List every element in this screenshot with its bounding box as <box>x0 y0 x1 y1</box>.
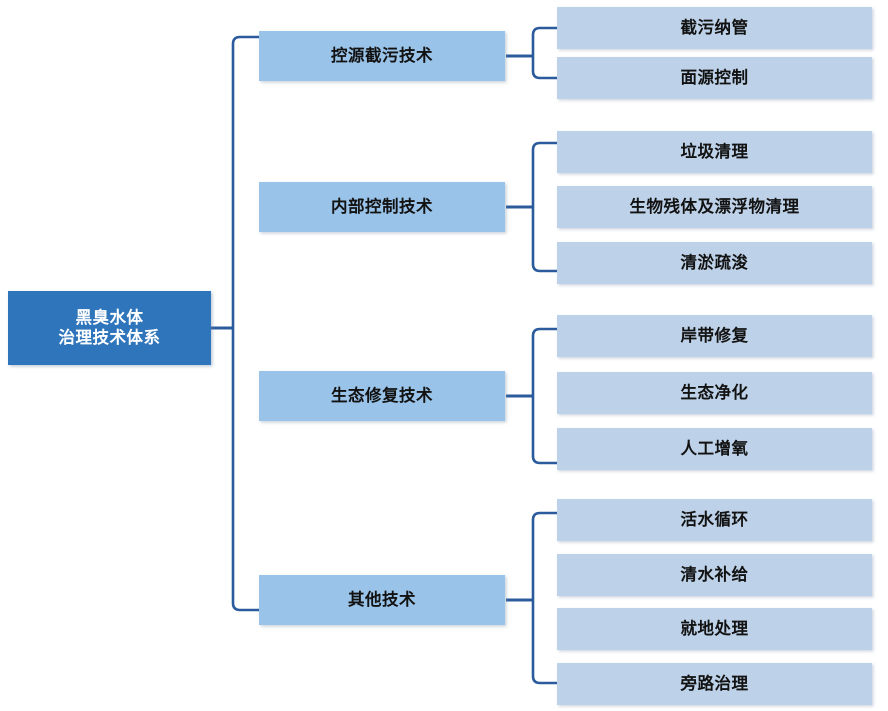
branch-node-2-label: 内部控制技术 <box>331 197 433 216</box>
leaf-node-1-2-label: 面源控制 <box>680 68 749 87</box>
leaf-node-3-1[interactable]: 岸带修复 <box>557 315 872 357</box>
branch-bracket-4 <box>531 511 557 685</box>
branch-node-3[interactable]: 生态修复技术 <box>259 371 505 421</box>
root-node-label-line2: 治理技术体系 <box>58 329 161 347</box>
branch-bracket-3 <box>531 327 557 465</box>
leaf-node-2-3[interactable]: 清淤疏浚 <box>557 242 872 284</box>
root-node[interactable]: 黑臭水体 治理技术体系 <box>8 291 211 365</box>
leaf-node-2-1[interactable]: 垃圾清理 <box>557 131 872 173</box>
leaf-node-3-2[interactable]: 生态净化 <box>557 372 872 414</box>
leaf-node-3-3[interactable]: 人工增氧 <box>557 428 872 470</box>
leaf-node-4-4-label: 旁路治理 <box>680 674 749 693</box>
leaf-node-4-1-label: 活水循环 <box>680 510 749 529</box>
leaf-node-2-2-label: 生物残体及漂浮物清理 <box>629 197 800 216</box>
leaf-node-1-2[interactable]: 面源控制 <box>557 57 872 99</box>
branch-node-1-label: 控源截污技术 <box>331 46 433 65</box>
leaf-node-4-2-label: 清水补给 <box>680 565 749 584</box>
branch-node-4[interactable]: 其他技术 <box>259 575 505 625</box>
leaf-node-3-3-label: 人工增氧 <box>680 439 749 458</box>
leaf-node-2-1-label: 垃圾清理 <box>680 142 749 161</box>
leaf-node-3-1-label: 岸带修复 <box>680 326 749 345</box>
leaf-node-4-3[interactable]: 就地处理 <box>557 608 872 650</box>
branch-node-1[interactable]: 控源截污技术 <box>259 31 505 81</box>
leaf-node-2-3-label: 清淤疏浚 <box>680 253 749 272</box>
leaf-node-4-2[interactable]: 清水补给 <box>557 554 872 596</box>
leaf-node-4-3-label: 就地处理 <box>680 619 749 638</box>
leaf-node-2-2[interactable]: 生物残体及漂浮物清理 <box>557 186 872 228</box>
root-node-label-line1: 黑臭水体 <box>75 308 144 327</box>
main-bracket-path <box>231 35 259 612</box>
leaf-node-3-2-label: 生态净化 <box>680 383 749 402</box>
leaf-node-1-1[interactable]: 截污纳管 <box>557 7 872 49</box>
branch-node-3-label: 生态修复技术 <box>331 386 433 405</box>
branch-bracket-1 <box>531 26 557 80</box>
branch-node-2[interactable]: 内部控制技术 <box>259 182 505 232</box>
leaf-node-4-4[interactable]: 旁路治理 <box>557 663 872 705</box>
branch-bracket-2 <box>531 141 557 273</box>
leaf-node-1-1-label: 截污纳管 <box>680 18 749 37</box>
leaf-node-4-1[interactable]: 活水循环 <box>557 499 872 541</box>
branch-node-4-label: 其他技术 <box>348 590 416 609</box>
